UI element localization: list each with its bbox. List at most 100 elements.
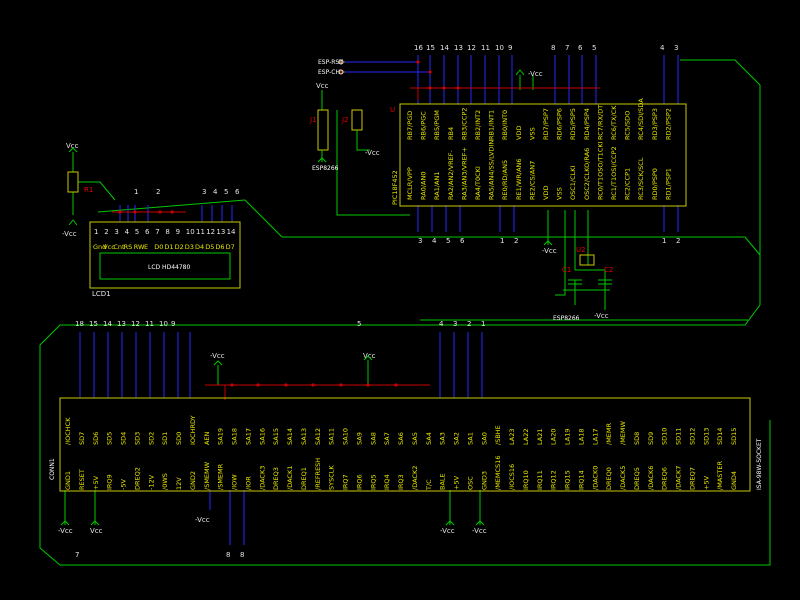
isa-bottom-pin-label: DREQ7 <box>688 467 696 490</box>
isa-bottom-pin-label: GND1 <box>64 471 72 490</box>
isa-bottom-pin-label: IRQ3 <box>397 474 405 490</box>
pic-bottom-pin-label: MCLR/VPP <box>406 167 414 200</box>
isa-bottom-pin-label: SYSCLK <box>328 465 336 490</box>
isa-top-pin-label: LA22 <box>522 429 530 446</box>
isa-top-pin-label: SA17 <box>244 428 252 445</box>
isa-bottom-pin-label: /DACK0 <box>591 466 599 490</box>
pic-ref: U <box>390 106 395 114</box>
lcd-pin-number: 12 <box>206 228 215 236</box>
pic-bottom-pin-label: VSS <box>556 187 564 200</box>
pic-top-pin-label: RC4/SDI/SDA <box>637 98 645 140</box>
isa-top-pin-label: SD11 <box>675 428 683 445</box>
isa-top-pin-label: SA0 <box>480 432 488 445</box>
lcd-pin-label: E <box>144 243 148 251</box>
isa-top-bus-number: 9 <box>171 320 175 328</box>
pic-bottom-bus-number: 3 <box>418 237 422 245</box>
lcd-bus-number: 5 <box>224 188 228 196</box>
svg-text:Vcc: Vcc <box>363 352 376 360</box>
isa-bottom-pin-label: /SMEMW <box>203 461 211 490</box>
isa-top-pin-label: LA20 <box>550 429 558 446</box>
lcd-pin-label: D6 <box>215 243 224 251</box>
isa-bottom-pin-label: /DACK7 <box>675 466 683 490</box>
lcd-pin-number: 5 <box>135 228 139 236</box>
pic-top-pin-label: RB6/PGC <box>420 111 428 140</box>
isa-bottom-pin-label: T/C <box>425 479 433 491</box>
pic-top-pin-label: RC5/SDO <box>624 111 632 140</box>
pic-bottom-bus-number: 4 <box>432 237 437 245</box>
isa-bottom-pin-label: /MEMCS16 <box>494 456 502 490</box>
isa-top-pin-label: LA23 <box>508 429 516 446</box>
lcd-pin-number: 11 <box>196 228 205 236</box>
isa-bottom-pin-label: RESET <box>78 469 86 490</box>
pic-bottom-pin-label: RA3/AN3/VREF+ <box>460 147 468 200</box>
isa-top-pin-label: SA2 <box>453 432 461 445</box>
svg-text:R1: R1 <box>84 186 93 194</box>
isa-bottom-pin-label: -12V <box>147 474 155 490</box>
svg-text:ESP8266: ESP8266 <box>553 315 580 322</box>
isa-bottom-pin-label: -5V <box>120 479 128 490</box>
isa-top-pin-label: SA3 <box>439 432 447 445</box>
isa-top-pin-label: SA10 <box>342 428 350 445</box>
isa-top-bus-number: 2 <box>467 320 471 328</box>
lcd-pin-number: 10 <box>186 228 195 236</box>
isa-top-pin-label: SA4 <box>425 432 433 445</box>
pic-top-pin-label: RB5/PGM <box>433 110 441 140</box>
isa-top-bus-number: 3 <box>453 320 457 328</box>
lcd-pin-label: Vcc <box>103 243 115 251</box>
svg-text:-Vcc: -Vcc <box>542 247 557 255</box>
pic-top-bus-number: 10 <box>495 44 504 52</box>
isa-top-bus-number: 1 <box>481 320 485 328</box>
isa-bottom-pin-label: /REFRESH <box>314 458 322 490</box>
pic-top-pin-label: RD3/PSP3 <box>651 108 659 140</box>
lcd-pin-label: D7 <box>226 243 235 251</box>
pic-top-pin-label: VDD <box>515 126 523 140</box>
svg-text:-Vcc: -Vcc <box>472 527 487 535</box>
pic-top-pin-label: RC7/RX/DT <box>596 105 604 140</box>
isa-bottom-pin-label: /SMEMR <box>217 463 225 490</box>
isa-top-pin-label: SD15 <box>730 428 738 445</box>
isa-top-pin-label: SD1 <box>161 432 169 445</box>
isa-bottom-pin-label: GND4 <box>730 471 738 490</box>
pic-bottom-pin-label: RA5/AN4/SS/LVDIN <box>488 140 496 200</box>
isa-top-pin-label: SD4 <box>120 432 128 445</box>
pic-top-bus-number: 3 <box>674 44 678 52</box>
isa-bottom-pin-label: /DACK3 <box>258 466 266 490</box>
svg-text:-Vcc: -Vcc <box>58 527 73 535</box>
isa-top-pin-label: SA8 <box>369 432 377 445</box>
lcd-bus-number: 1 <box>134 188 138 196</box>
pic-top-bus-number: 12 <box>467 44 476 52</box>
isa-bottom-pin-label: DREQ1 <box>300 467 308 490</box>
svg-text:-Vcc: -Vcc <box>528 70 543 78</box>
pic-bottom-pin-label: RD0/PSP0 <box>651 168 659 200</box>
isa-bottom-pin-label: IRQ6 <box>355 474 363 490</box>
isa-top-bus-number: 10 <box>159 320 168 328</box>
pic-top-pin-label: RD6/PSP6 <box>556 108 564 140</box>
svg-text:-Vcc: -Vcc <box>440 527 455 535</box>
svg-text:-Vcc: -Vcc <box>195 516 210 524</box>
isa-top-bus-number: 12 <box>131 320 140 328</box>
isa-top-pin-label: SA14 <box>286 428 294 445</box>
svg-text:-Vcc: -Vcc <box>365 149 380 157</box>
svg-text:Vcc: Vcc <box>316 82 329 90</box>
pic-bottom-bus-number: 5 <box>446 237 450 245</box>
pic-bottom-pin-label: RA2/AN2/VREF- <box>447 150 455 200</box>
isa-bottom-pin-label: /MASTER <box>716 461 724 490</box>
lcd-bus-number: 2 <box>156 188 160 196</box>
lcd-pin-number: 13 <box>216 228 225 236</box>
isa-top-pin-label: SD7 <box>78 432 86 445</box>
isa-top-pin-label: /MEMR <box>605 422 613 445</box>
isa-bottom-pin-label: IRQ12 <box>550 470 558 490</box>
isa-top-pin-label: SD10 <box>661 428 669 445</box>
pic-bottom-pin-label: OSC2/CLKO/RA6 <box>583 148 591 200</box>
pic-top-pin-label: RB2/INT2 <box>474 110 482 140</box>
lcd-pin-label: RW <box>134 243 145 251</box>
blue-bus-wires <box>79 55 679 545</box>
esp-rail-labels: ESP-RST ESP-CH <box>318 59 344 76</box>
pic-bottom-pin-label: RC3/SCK/SCL <box>637 157 645 200</box>
isa-bottom-pin-label: DREQ6 <box>661 467 669 490</box>
isa-top-pin-label: SA15 <box>272 428 280 445</box>
isa-bottom-pin-label: DREQ2 <box>133 467 141 490</box>
lcd-pin-label: D4 <box>195 243 204 251</box>
isa-top-pin-label: SD12 <box>688 428 696 445</box>
